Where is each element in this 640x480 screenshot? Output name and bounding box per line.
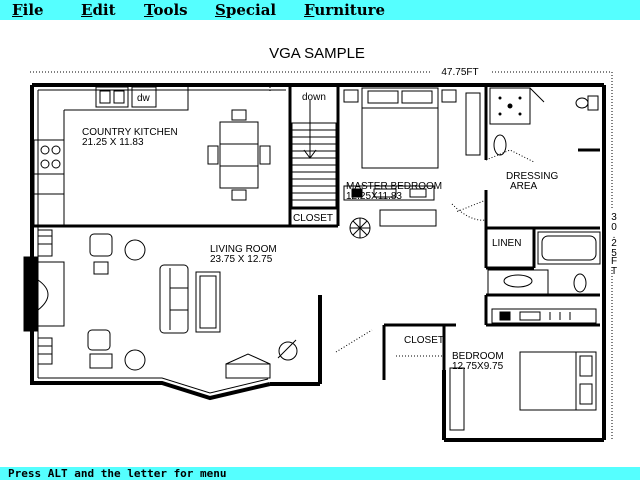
dressing-area-name: DRESSING	[506, 171, 558, 182]
menu-edit-key: E	[81, 1, 93, 19]
dressing-area-name-2: AREA	[510, 181, 538, 192]
menu-file-key: F	[12, 1, 23, 19]
coffee-table-icon	[195, 271, 221, 333]
master-bed-icon	[343, 87, 457, 169]
menu-file-rest: ile	[22, 1, 44, 19]
lamp-chair-icon	[277, 339, 298, 361]
bedroom-size: 12.75X9.75	[452, 361, 504, 372]
bedroom-name: BEDROOM	[452, 351, 504, 362]
desk-corner-icon	[225, 353, 271, 379]
kitchen-size: 21.25 X 11.83	[82, 137, 144, 148]
svg-text:3: 3	[611, 212, 617, 223]
menu-tools[interactable]: Tools	[144, 1, 188, 19]
menu-furniture-key: F	[304, 1, 315, 19]
exterior-walls	[30, 83, 606, 442]
menu-bar: File Edit Tools Special Furniture	[0, 0, 640, 20]
menu-special-key: S	[215, 1, 226, 19]
kitchen-counters	[33, 85, 189, 227]
fireplace-icon	[23, 256, 65, 332]
menu-special[interactable]: Special	[215, 1, 276, 19]
closet-label-bedroom: CLOSET	[404, 335, 444, 346]
range-icon	[40, 145, 61, 169]
vanity-icon	[487, 269, 587, 295]
menu-tools-key: T	[144, 1, 154, 19]
menu-special-rest: pecial	[225, 1, 277, 19]
living-room-size: 23.75 X 12.75	[210, 254, 273, 265]
interior-walls	[32, 85, 600, 380]
dresser-icon	[465, 92, 481, 156]
menu-edit[interactable]: Edit	[81, 1, 116, 19]
toilet-icon	[575, 95, 599, 111]
svg-text:0: 0	[611, 222, 617, 233]
menu-furniture-rest: urniture	[314, 1, 386, 19]
bedroom-dresser-icon	[449, 367, 465, 431]
width-dimension-label: 47.75FT	[441, 67, 478, 78]
bedroom-desk-icon	[491, 308, 597, 324]
kitchen-name: COUNTRY KITCHEN	[82, 127, 178, 138]
side-table-icon-2	[124, 349, 146, 371]
linen-label: LINEN	[492, 238, 521, 249]
bedroom-bed-icon	[519, 351, 597, 411]
menu-edit-rest: dit	[92, 1, 116, 19]
stairs-icon	[291, 100, 337, 208]
armchair-icon	[87, 233, 113, 369]
status-bar: Press ALT and the letter for menu	[0, 467, 640, 480]
menu-file[interactable]: File	[12, 1, 44, 19]
plant-icon	[349, 217, 371, 239]
master-bedroom-name: MASTER BEDROOM	[346, 181, 442, 192]
shower-icon	[489, 87, 545, 125]
dining-table-icon	[207, 109, 271, 201]
closet-label-stairs: CLOSET	[293, 213, 333, 224]
svg-text:5: 5	[611, 248, 617, 259]
status-text: Press ALT and the letter for menu	[8, 467, 227, 480]
side-table-icon	[124, 239, 146, 261]
living-room-name: LIVING ROOM	[210, 244, 277, 255]
sofa-icon	[159, 264, 189, 334]
floor-plan-canvas[interactable]: VGA SAMPLE 47.75FT 3 0 . 2 5 F T	[0, 20, 640, 467]
dishwasher-label: dw	[137, 93, 151, 104]
svg-text:.: .	[613, 230, 616, 241]
height-dimension-label: 3 0 . 2 5 F T	[611, 212, 617, 277]
stairs-down-label: down	[302, 92, 326, 103]
svg-text:2: 2	[611, 238, 617, 249]
sink-icon	[493, 134, 507, 156]
door-swings	[269, 84, 535, 357]
drawing-title: VGA SAMPLE	[269, 45, 365, 62]
master-bedroom-size: 12.25X11.83	[346, 191, 402, 202]
svg-text:T: T	[611, 266, 617, 277]
menu-furniture[interactable]: Furniture	[304, 1, 385, 19]
bookcase-icon	[37, 229, 53, 365]
bathtub-icon	[537, 231, 601, 265]
menu-tools-rest: ools	[153, 1, 188, 19]
desk-icon	[343, 185, 437, 227]
svg-text:F: F	[611, 256, 617, 267]
